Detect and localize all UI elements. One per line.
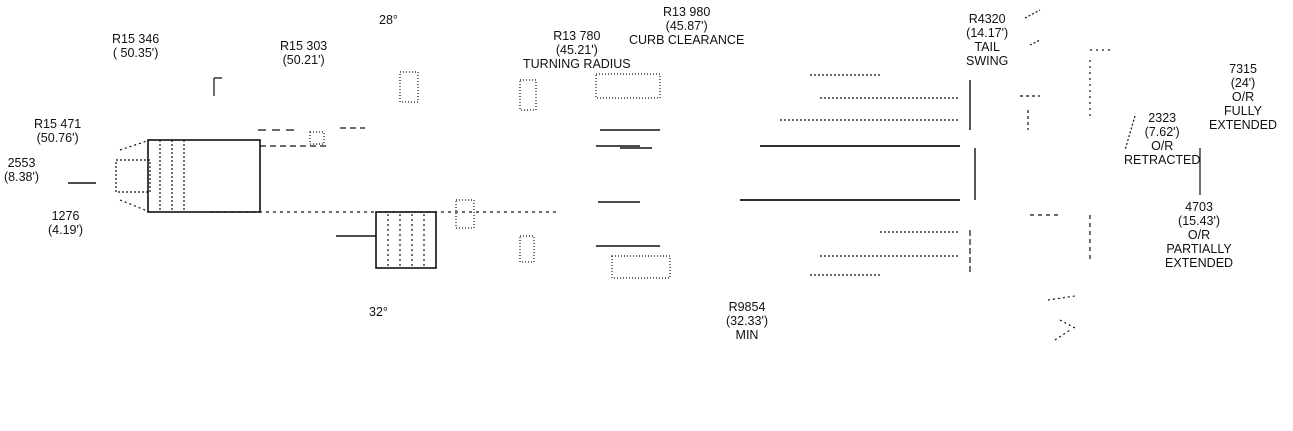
outrigger-box — [336, 211, 437, 269]
label-r15471: R15 471 (50.76') — [34, 117, 82, 145]
label-r15303: R15 303 (50.21') — [280, 39, 328, 67]
rear-outriggers — [1020, 9, 1201, 341]
boom-lines — [596, 74, 976, 276]
label-turning-radius: R13 780 (45.21') TURNING RADIUS — [523, 29, 631, 71]
label-fully-extended: 7315 (24') O/R FULLY EXTENDED — [1209, 62, 1278, 132]
wheel-clusters — [309, 71, 671, 279]
label-width-2553: 2553 (8.38') — [4, 156, 40, 184]
label-angle-28: 28° — [379, 13, 398, 27]
label-retracted: 2323 (7.62') O/R RETRACTED — [1124, 111, 1201, 167]
label-partially-extended: 4703 (15.43') O/R PARTIALLY EXTENDED — [1165, 200, 1234, 270]
label-half-1276: 1276 (4.19') — [48, 209, 84, 237]
label-angle-32: 32° — [369, 305, 388, 319]
label-curb-clearance: R13 980 (45.87') CURB CLEARANCE — [629, 5, 745, 47]
crane-cab — [68, 139, 261, 213]
chassis-lines — [210, 77, 560, 213]
label-min-radius: R9854 (32.33') MIN — [726, 300, 768, 342]
label-r15346: R15 346 ( 50.35') — [112, 32, 160, 60]
label-tail-swing: R4320 (14.17') TAIL SWING — [966, 12, 1009, 68]
